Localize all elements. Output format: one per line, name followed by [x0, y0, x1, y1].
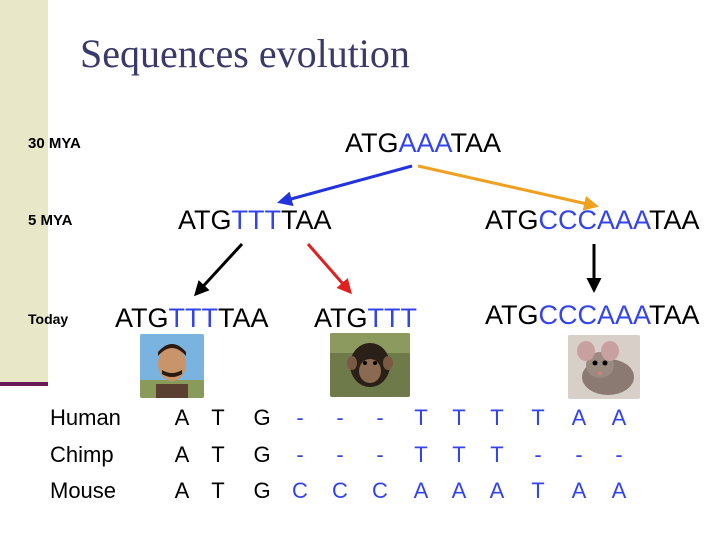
era-today-label: Today [28, 311, 69, 327]
arrow-ancestor-to-human [193, 242, 244, 297]
alignment-cell: - [376, 442, 384, 467]
alignment-cell: T [531, 405, 545, 430]
alignment-cell: C [372, 478, 388, 503]
alignment-cell: C [332, 478, 348, 503]
alignment-cell: - [376, 405, 384, 430]
seq-prefix: ATG [178, 205, 232, 235]
seq-suffix: TAA [649, 205, 700, 235]
seq-insert: AAA [398, 128, 451, 158]
sidebar-divider [0, 382, 48, 386]
alignment-cell: - [534, 442, 542, 467]
slide-title: Sequences evolution [80, 31, 410, 76]
seq-suffix: TAA [450, 128, 502, 158]
alignment-cell: A [451, 478, 467, 503]
human-sequence: ATGTTTTAA [115, 303, 269, 334]
arrow-root-to-human-chimp [277, 164, 413, 207]
human-photo [140, 334, 204, 398]
alignment-cell: G [253, 442, 271, 467]
arrow-root-to-mouse [417, 164, 599, 211]
alignment-cell: C [292, 478, 308, 503]
alignment-cell: A [413, 478, 429, 503]
alignment-cell: A [174, 405, 190, 430]
alignment-cell: T [211, 478, 225, 503]
seq-suffix: TAA [280, 205, 332, 235]
alignment-cell: - [296, 442, 304, 467]
alignment-row-label: Human [50, 405, 121, 430]
alignment-cell: A [611, 478, 627, 503]
alignment-cell: A [571, 478, 587, 503]
arrow-ancestor-to-chimp [306, 243, 352, 295]
chimp-sequence: ATGTTT [314, 303, 417, 334]
chimp-photo [330, 333, 410, 397]
alignment-row-label: Chimp [50, 442, 114, 467]
seq-prefix: ATG [115, 303, 169, 333]
alignment-cell: A [174, 478, 190, 503]
seq-suffix: TAA [217, 303, 269, 333]
seq-insert: TTT [168, 303, 218, 333]
seq-prefix: ATG [485, 205, 539, 235]
alignment-cell: A [611, 405, 627, 430]
alignment-cell: A [174, 442, 190, 467]
alignment-cell: T [452, 405, 466, 430]
seq-prefix: ATG [314, 303, 368, 333]
alignment-cell: T [211, 405, 225, 430]
alignment-cell: T [452, 442, 466, 467]
seq-insert: CCCAAA [538, 300, 650, 330]
slide-sidebar [0, 0, 48, 382]
alignment-cell: A [571, 405, 587, 430]
alignment-cell: T [414, 442, 428, 467]
alignment-row-label: Mouse [50, 478, 117, 503]
seq-insert: TTT [367, 303, 417, 333]
mouse-photo [568, 335, 640, 399]
root-sequence: ATGAAATAA [345, 128, 501, 159]
ancestor-human-chimp-sequence: ATGTTTTAA [178, 205, 332, 236]
alignment-cell: T [490, 442, 504, 467]
alignment-cell: A [489, 478, 505, 503]
seq-prefix: ATG [345, 128, 399, 158]
alignment-cell: - [296, 405, 304, 430]
alignment-cell: - [575, 442, 583, 467]
alignment-cell: - [336, 405, 344, 430]
alignment-cell: - [336, 442, 344, 467]
alignment-cell: T [531, 478, 545, 503]
alignment-cell: - [615, 442, 623, 467]
alignment-cell: G [253, 405, 271, 430]
mouse-sequence: ATGCCCAAATAA [485, 300, 700, 331]
alignment-cell: G [253, 478, 271, 503]
alignment-cell: T [414, 405, 428, 430]
seq-suffix: TAA [649, 300, 700, 330]
seq-insert: TTT [231, 205, 281, 235]
seq-prefix: ATG [485, 300, 539, 330]
era-30-mya-label: 30 MYA [28, 135, 81, 152]
alignment-cell: T [211, 442, 225, 467]
alignment-cell: T [490, 405, 504, 430]
era-5-mya-label: 5 MYA [28, 212, 73, 229]
